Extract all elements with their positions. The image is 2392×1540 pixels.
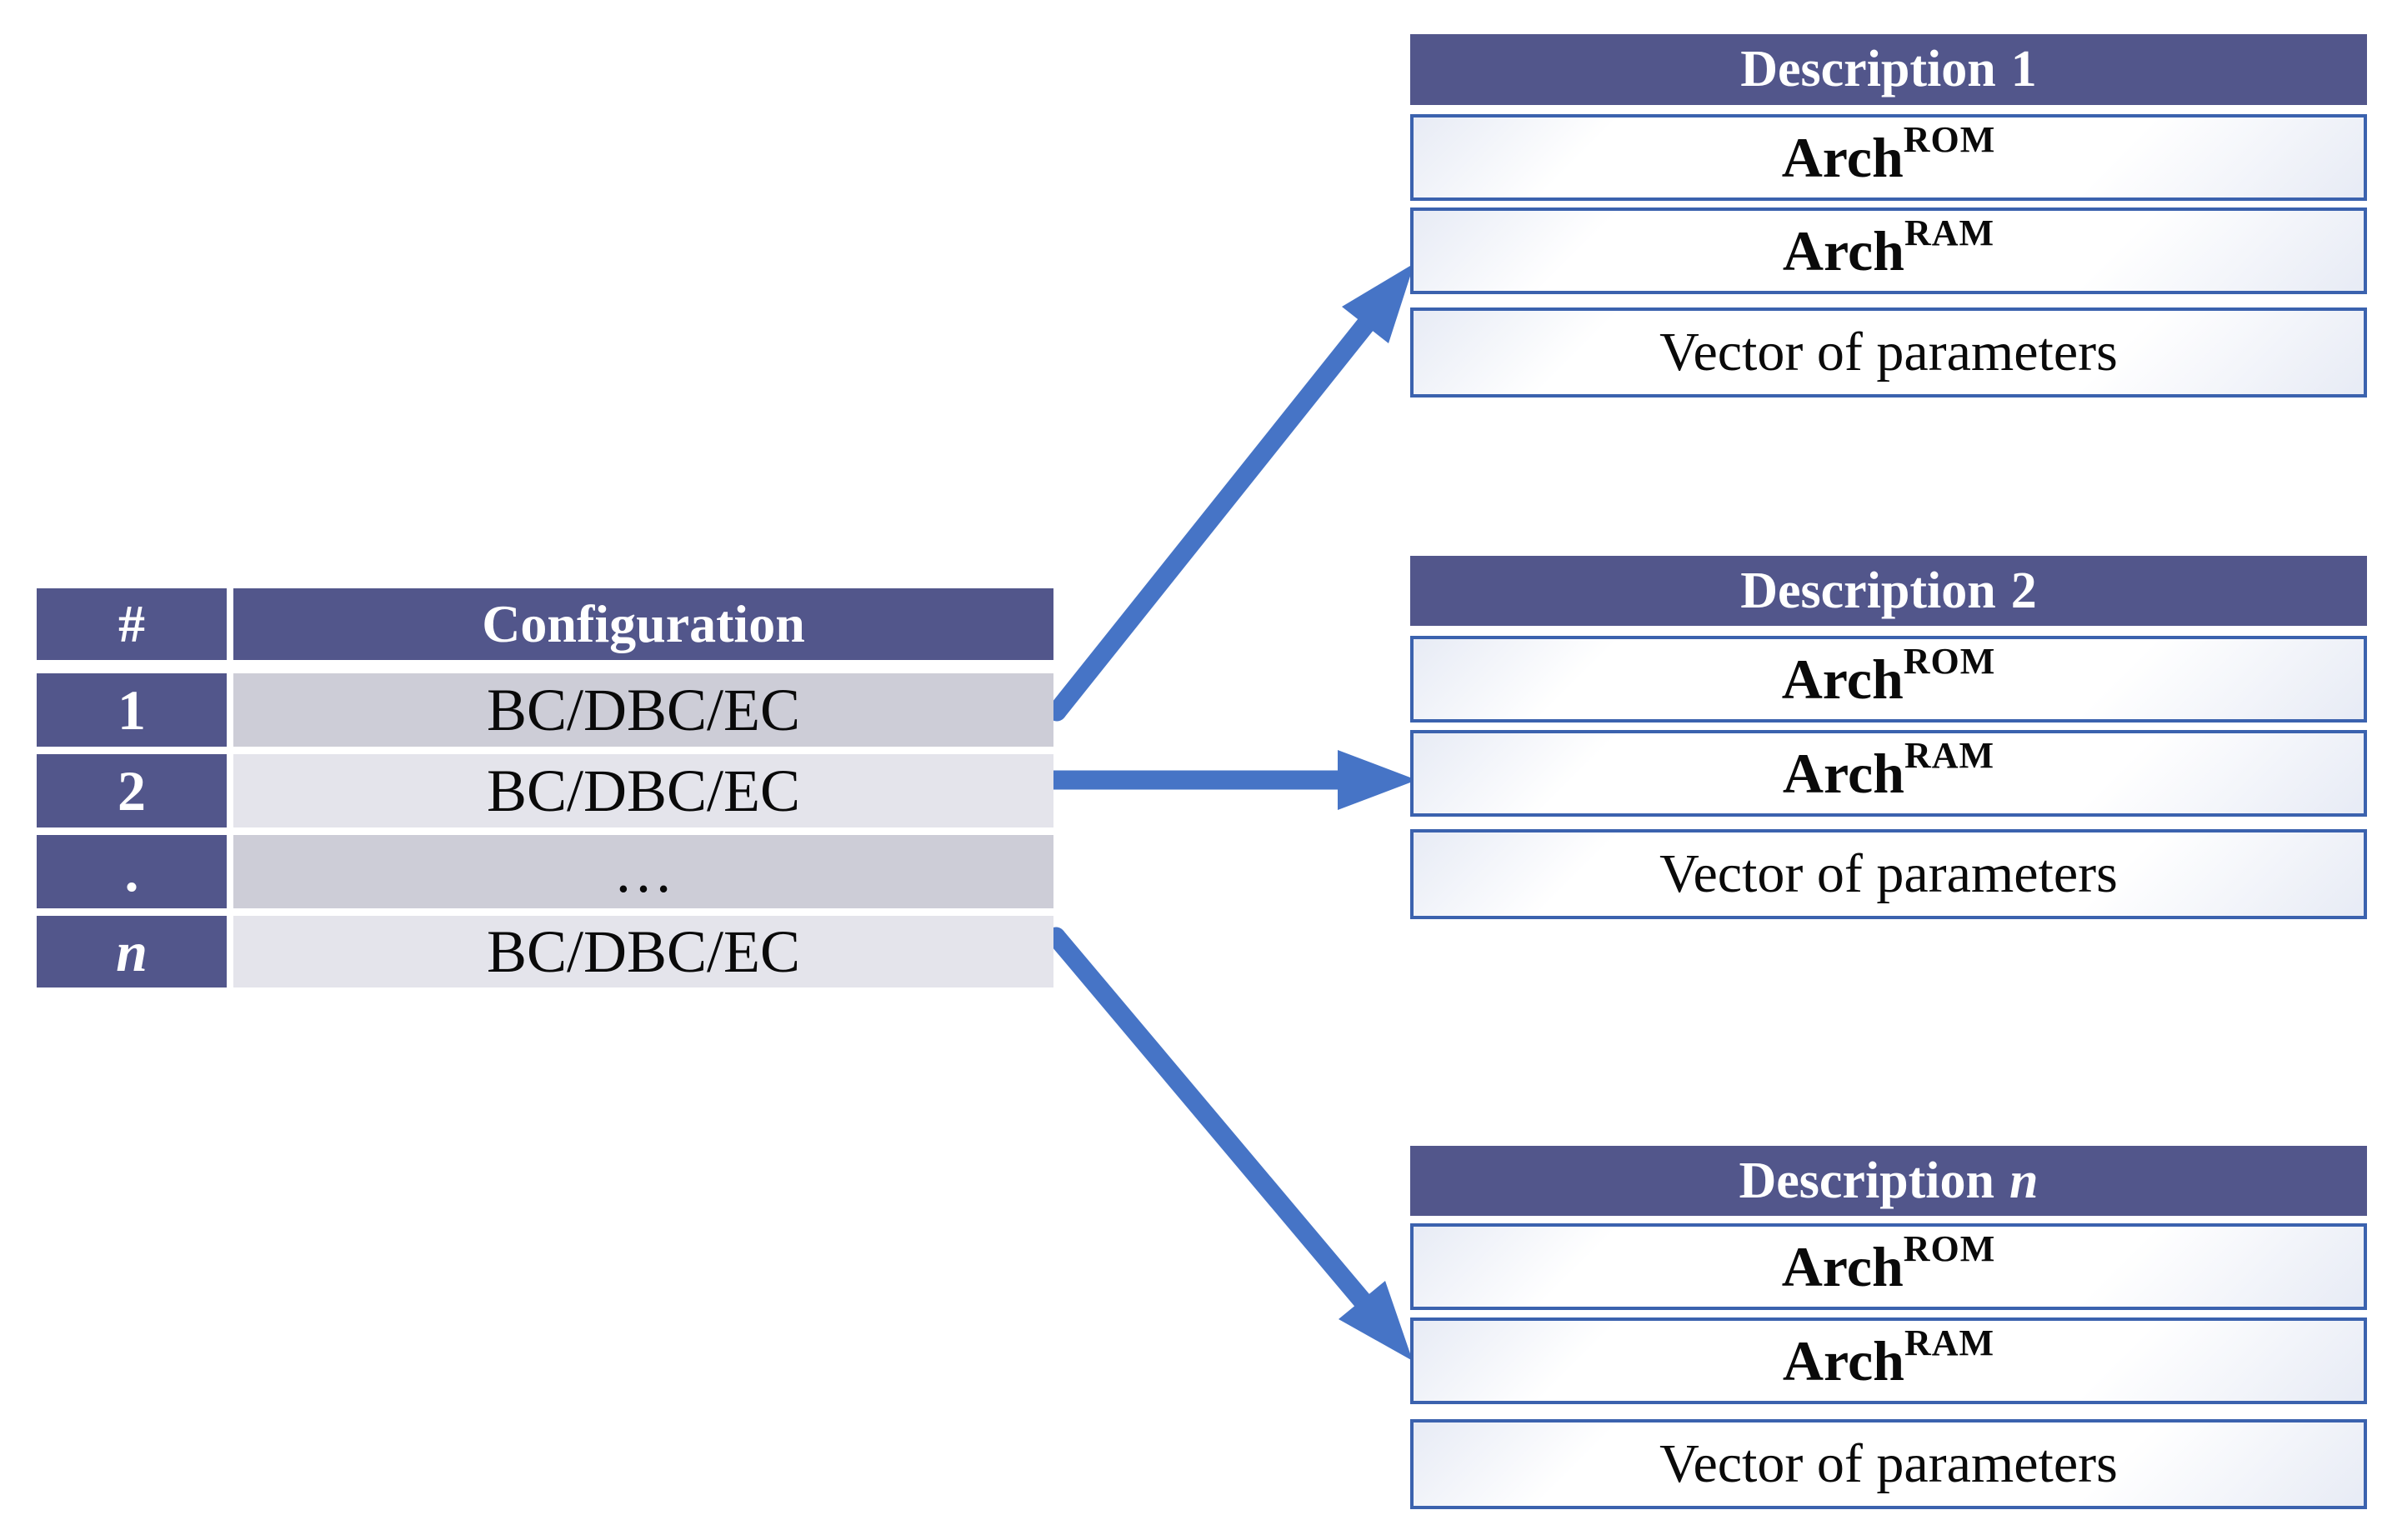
vector-of-parameters-label: Vector of parameters xyxy=(1659,322,2118,382)
arrow-row1-to-description1 xyxy=(1047,263,1414,722)
arch-ram-label: Arch xyxy=(1782,218,1904,282)
description2-header: Description 2 xyxy=(1410,556,2367,626)
arch-rom-superscript: ROM xyxy=(1903,640,1996,682)
table-row1-num-cell: 1 xyxy=(37,673,227,747)
table-header-config-label: Configuration xyxy=(482,594,805,653)
descriptionn-title-number: n xyxy=(2009,1152,2039,1209)
vector-of-parameters-label: Vector of parameters xyxy=(1659,843,2118,904)
table-rown-config-cell: BC/DBC/EC xyxy=(233,916,1053,988)
arrow-row2-to-description2 xyxy=(1042,750,1417,810)
description1-title-number: 1 xyxy=(2010,41,2037,98)
description2-arch-rom-box: ArchROM xyxy=(1410,636,2367,722)
arch-ram-superscript: RAM xyxy=(1904,1322,1995,1363)
description1-title: Description xyxy=(1740,41,1996,98)
description1-header: Description 1 xyxy=(1410,34,2367,105)
description2-arch-ram-box: ArchRAM xyxy=(1410,730,2367,817)
arch-rom-superscript: ROM xyxy=(1903,1228,1996,1269)
description2-vector-box: Vector of parameters xyxy=(1410,829,2367,919)
description2-title: Description xyxy=(1740,562,1996,619)
arch-rom-label: Arch xyxy=(1781,1234,1904,1298)
table-row-ellipsis-num-cell: . xyxy=(37,835,227,908)
table-header-config-cell: Configuration xyxy=(233,588,1053,660)
arch-ram-superscript: RAM xyxy=(1904,734,1995,776)
description1-vector-box: Vector of parameters xyxy=(1410,308,2367,398)
description1-arch-rom-box: ArchROM xyxy=(1410,114,2367,201)
descriptionn-arch-rom-box: ArchROM xyxy=(1410,1223,2367,1310)
arch-rom-label: Arch xyxy=(1781,125,1904,189)
arrow-rown-to-descriptionn xyxy=(1046,927,1413,1361)
table-row-ellipsis-config-cell: … xyxy=(233,835,1053,908)
table-rown-num: n xyxy=(116,919,148,983)
table-row1-num: 1 xyxy=(118,678,146,742)
description1-arch-ram-box: ArchRAM xyxy=(1410,208,2367,294)
description2-title-number: 2 xyxy=(2010,562,2037,619)
descriptionn-header: Description n xyxy=(1410,1146,2367,1216)
table-header-num-cell: # xyxy=(37,588,227,660)
arch-rom-superscript: ROM xyxy=(1903,118,1996,160)
table-row2-num: 2 xyxy=(118,758,146,822)
table-row2-config: BC/DBC/EC xyxy=(486,757,801,824)
table-row1-config-cell: BC/DBC/EC xyxy=(233,673,1053,747)
table-row1-config: BC/DBC/EC xyxy=(486,676,801,743)
table-rown-config: BC/DBC/EC xyxy=(486,918,801,985)
table-row-ellipsis-config: … xyxy=(613,838,673,905)
arch-rom-label: Arch xyxy=(1781,647,1904,711)
table-row-ellipsis-num: . xyxy=(124,839,139,903)
arch-ram-superscript: RAM xyxy=(1904,212,1995,253)
descriptionn-arch-ram-box: ArchRAM xyxy=(1410,1318,2367,1404)
descriptionn-title: Description xyxy=(1739,1152,1995,1209)
table-header-num-label: # xyxy=(118,594,145,653)
descriptionn-vector-box: Vector of parameters xyxy=(1410,1419,2367,1509)
table-rown-num-cell: n xyxy=(37,916,227,988)
arch-ram-label: Arch xyxy=(1782,741,1904,805)
arch-ram-label: Arch xyxy=(1782,1328,1904,1392)
vector-of-parameters-label: Vector of parameters xyxy=(1659,1433,2118,1494)
table-row2-config-cell: BC/DBC/EC xyxy=(233,754,1053,828)
table-row2-num-cell: 2 xyxy=(37,754,227,828)
